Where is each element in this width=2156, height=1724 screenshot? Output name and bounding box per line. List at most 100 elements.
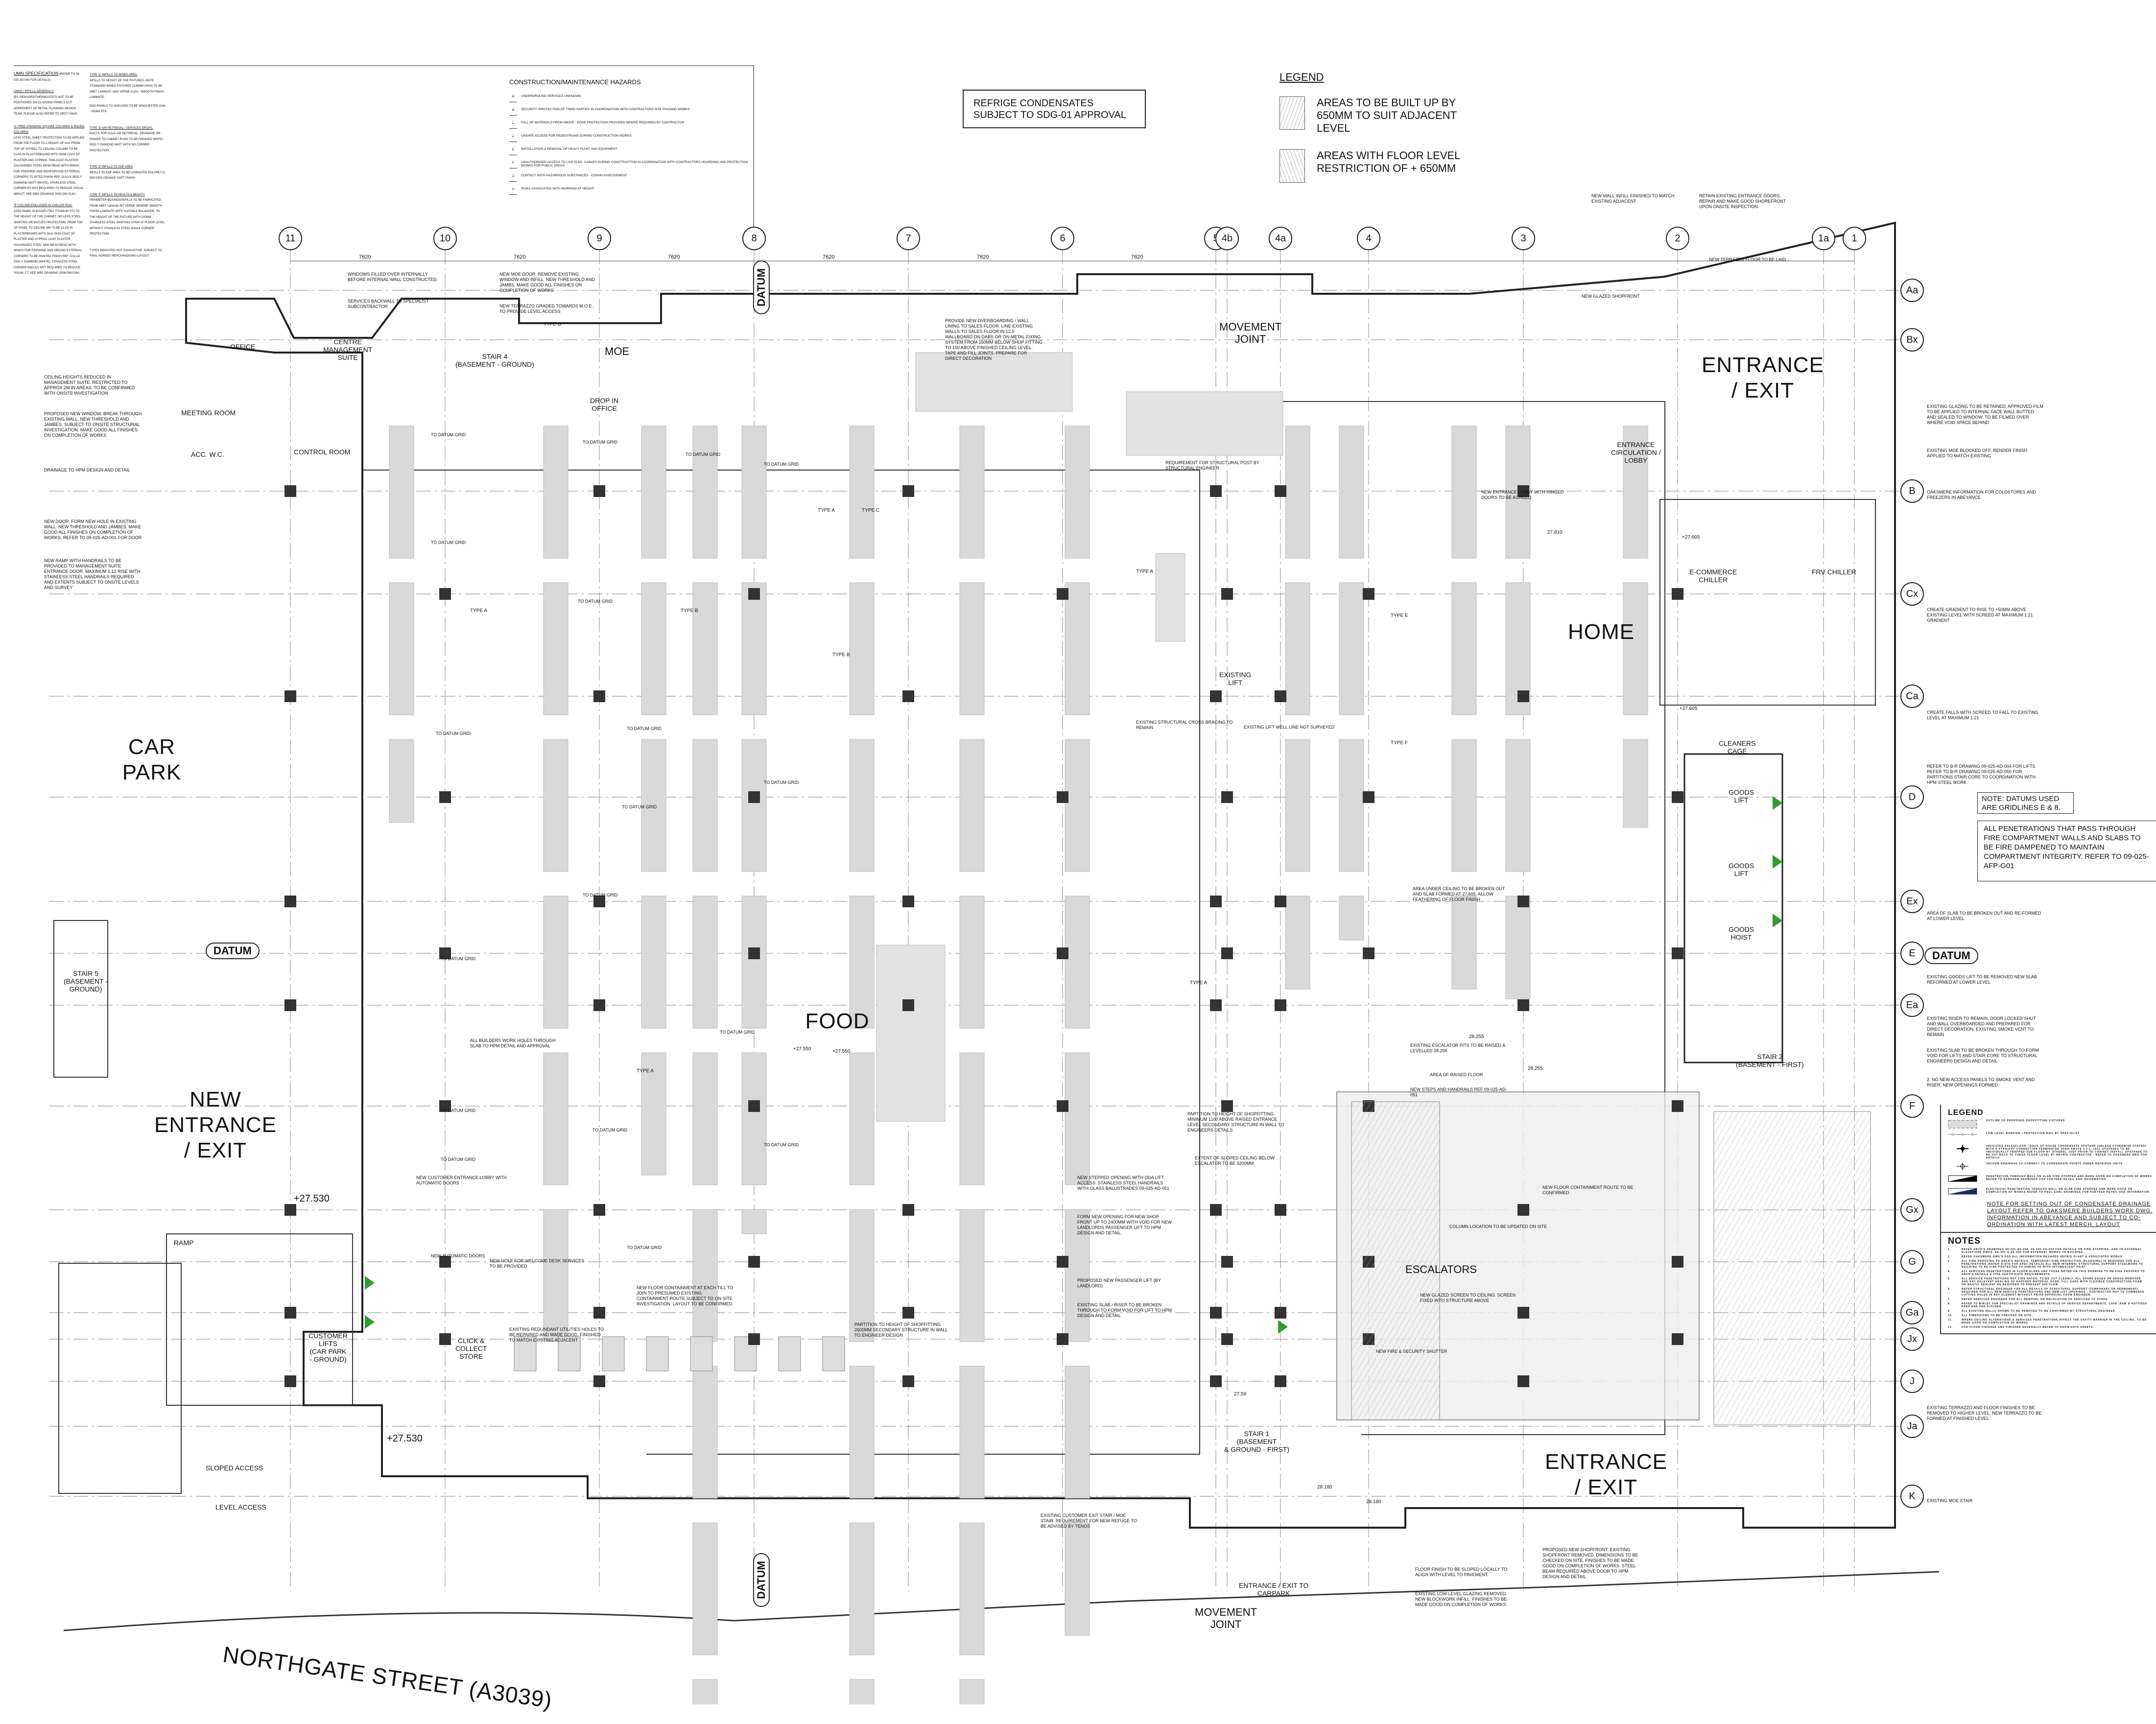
fixture-type-tag: TYPE A — [1190, 980, 1208, 986]
shopfitting-fixture — [1285, 739, 1310, 872]
column-grid-bubble: 4 — [1357, 227, 1380, 250]
structural-column — [593, 1375, 605, 1387]
fixture-type-tag: TYPE E — [1391, 613, 1408, 618]
shopfitting-fixture — [741, 425, 767, 559]
fixture-type-tag: TYPE A — [470, 608, 488, 614]
fixture-type-tag: TYPE A — [1136, 569, 1154, 574]
shopfitting-fixture — [876, 945, 946, 1122]
shopfitting-fixture — [1065, 1052, 1090, 1185]
structural-column — [1275, 690, 1286, 702]
note-item: 11.WHERE CEILING ALTERATIONS & SERVICES … — [1948, 1319, 2156, 1324]
structural-column — [748, 1100, 760, 1112]
column-grid-bubble: 4a — [1269, 227, 1292, 250]
structural-column — [1275, 896, 1286, 907]
shopfitting-fixture — [1451, 896, 1477, 990]
column-grid-bubble: 2 — [1666, 227, 1689, 250]
legend-right-title: LEGEND — [1948, 1109, 1984, 1117]
structural-column — [1057, 1256, 1068, 1268]
structural-column — [1517, 1204, 1529, 1216]
room-label: ENTRANCE / EXIT TO CARPARK — [1239, 1582, 1309, 1598]
legend-right-text: ELECTRICAL PENETRATION THROUGH WALL OR S… — [1986, 1188, 2150, 1194]
column-grid-bubble: 4b — [1215, 227, 1239, 250]
shopfitting-fixture — [741, 582, 767, 715]
hazard-letter: A — [512, 95, 515, 98]
shopfitting-fixture — [692, 1052, 718, 1185]
note-item: 12.FOR FLOOR FINISHES AND FINISHES GENER… — [1948, 1326, 2156, 1329]
datum-dimension: TO DATUM GRID — [686, 452, 721, 457]
row-grid-bubble: Ga — [1900, 1301, 1924, 1324]
stair-block — [58, 1263, 182, 1494]
shopfitting-fixture — [1623, 739, 1648, 828]
room-label: GOODS LIFT — [1729, 788, 1754, 804]
annotation: AREA OF SLAB TO BE BROKEN OUT AND RE-FOR… — [1927, 911, 2041, 921]
shopfitting-fixture — [1285, 425, 1310, 559]
shopfitting-fixture — [543, 425, 569, 559]
structural-column — [1363, 947, 1374, 959]
room-label: MOVEMENT JOINT — [1195, 1606, 1257, 1631]
structural-column — [593, 690, 605, 702]
structural-column — [1517, 1307, 1529, 1319]
shopfitting-fixture — [849, 1366, 875, 1499]
structural-column — [439, 1256, 451, 1268]
room-label: CUSTOMER LIFTS (CAR PARK - GROUND) — [308, 1332, 348, 1364]
note-item: 8.REFER TO BIRLEY FOR SPECIALIST DRAWING… — [1948, 1302, 2156, 1308]
structural-column — [1057, 947, 1068, 959]
hazard-letter: E — [512, 148, 515, 151]
salesfloor-wall — [362, 470, 1200, 1455]
spec-column-types: TYPE 'C' INFILLS TO WINES AREA. INFILLS … — [90, 72, 166, 260]
annotation: EXISTING LOW LEVEL GLAZING REMOVED. NEW … — [1415, 1591, 1507, 1607]
row-grid-bubble: J — [1900, 1370, 1924, 1393]
structural-column — [593, 1204, 605, 1216]
room-label: CONTROL ROOM — [294, 448, 351, 456]
note-item: 9.ALL EXISTING WALLS SHOWN TO BE REMOVED… — [1948, 1310, 2156, 1313]
shopfitting-fixture — [959, 1679, 985, 1704]
warning-triangle-icon: H — [509, 187, 517, 195]
column-grid-bubble: 11 — [279, 227, 302, 250]
datum-dimension: TO DATUM GRID — [592, 1128, 628, 1133]
spec-type-d-title: TYPE 'D' AIR RETRIEVAL / SERVICES DROPS. — [90, 126, 153, 130]
structural-column — [439, 947, 451, 959]
legend-right-text: PENETRATION THROUGH WALL OR SLAB FIRE ST… — [1986, 1175, 2152, 1181]
level-marker: 28.180 — [1366, 1499, 1381, 1505]
hazards-list: A UNDERGROUND SERVICES UNKNOWN B SECURIT… — [509, 94, 749, 195]
structural-column — [1517, 999, 1529, 1011]
grid-dimension: 7620 — [514, 254, 526, 260]
annotation: PARTITION TO HEIGHT OF SHOPFITTING. MINI… — [1187, 1111, 1284, 1133]
shopfitting-fixture — [389, 739, 414, 823]
area-label-entrance-bottom: ENTRANCE / EXIT — [1544, 1450, 1668, 1499]
structural-column — [593, 1307, 605, 1319]
note-text: ALL SERVICE PENETRATIONS NOT FIRE RATED,… — [1962, 1277, 2142, 1286]
fixture-type-tag: TYPE A — [818, 508, 835, 513]
annotation: EXISTING GOODS LIFT TO BE REMOVED NEW SL… — [1927, 974, 2038, 985]
annotation: 2. NO NEW ACCESS PANELS TO SMOKE VENT AN… — [1927, 1077, 2035, 1087]
row-grid-bubble: F — [1900, 1094, 1924, 1118]
street-kerb — [63, 1571, 1940, 1631]
hatch-floor-restriction-icon — [1279, 149, 1305, 183]
room-label: MOE — [605, 345, 630, 357]
datum-dimension: TO DATUM GRID — [720, 1030, 755, 1035]
notes-title: NOTES — [1948, 1236, 1981, 1246]
legend-right-text: INDICATES SALESFLOOR / BACK OF HOUSE CON… — [1986, 1145, 2148, 1159]
shopfitting-fixture — [849, 1522, 875, 1655]
annotation: EXISTING ESCALATOR PITS TO BE RAISED & L… — [1410, 1043, 1506, 1053]
grid-dimension: 7620 — [668, 254, 680, 260]
room-label: RAMP — [174, 1239, 194, 1247]
row-grid-bubble: Cx — [1900, 582, 1924, 606]
shopfitting-fixture — [641, 739, 666, 872]
penetrations-note: ALL PENETRATIONS THAT PASS THROUGH FIRE … — [1977, 821, 2156, 881]
note-text: ALL FIRE PROOFING TO ARCH'S DETAILS. TEM… — [1962, 1260, 2143, 1269]
note-text: REFER TO BIRLEY FOR SPECIALIST DRAWINGS … — [1962, 1302, 2147, 1308]
chiller-rooms — [1659, 499, 1876, 706]
checkout-till — [690, 1336, 713, 1371]
fixture-type-tag: TYPE B — [681, 608, 698, 614]
annotation: NEW FLOOR CONTAINMENT AT EACH TILL TO JO… — [637, 1285, 734, 1306]
spec-type-f-title: TYPE 'F' INFILLS TO HEALTH & BEAUTY — [90, 193, 145, 196]
room-label: CLICK & COLLECT STORE — [455, 1337, 487, 1361]
annotation: CREATE GRADIENT TO RISE TO +50MM ABOVE E… — [1927, 607, 2033, 623]
datum-tag: DATUM — [1924, 947, 1978, 964]
annotation: EXISTING MOE BLOCKED OFF. RENDER FINISH … — [1927, 448, 2028, 458]
row-grid-bubble: G — [1900, 1250, 1924, 1274]
row-grid-bubble: Ex — [1900, 890, 1924, 913]
level-marker: 28.255 — [1469, 1034, 1484, 1039]
